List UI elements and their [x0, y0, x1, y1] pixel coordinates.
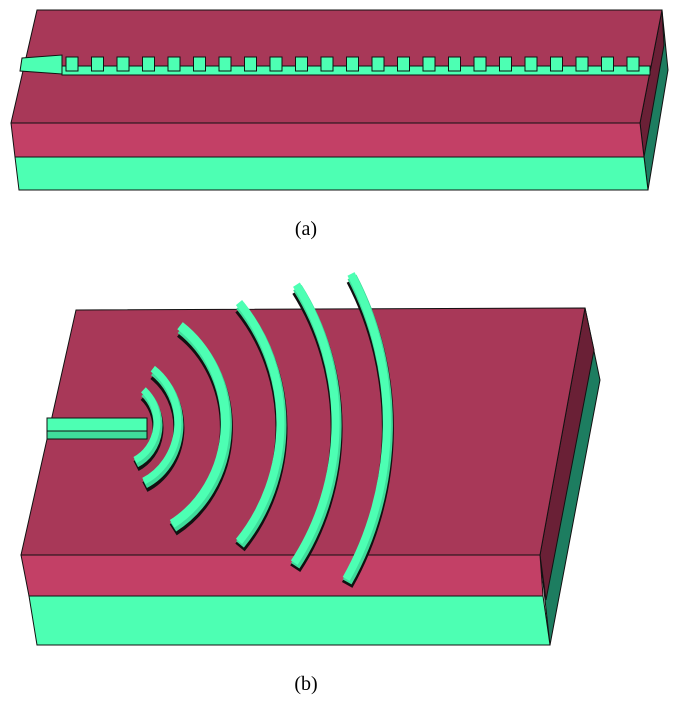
panel-a-waveguide-input	[19, 54, 63, 75]
grating-arc-top	[133, 387, 161, 464]
panel-a-front-green	[14, 156, 649, 191]
grating-tooth	[448, 56, 461, 72]
grating-tooth	[346, 56, 359, 72]
grating-tooth	[91, 56, 104, 72]
panel-b-front-green	[28, 595, 551, 646]
grating-tooth	[320, 56, 334, 72]
grating-tooth	[601, 56, 614, 72]
grating-tooth	[397, 56, 410, 72]
panel-a-front-red	[10, 122, 645, 158]
grating-tooth	[499, 56, 512, 72]
grating-tooth	[550, 56, 563, 72]
grating-tooth	[218, 56, 232, 72]
grating-tooth	[269, 56, 283, 72]
grating-tooth	[142, 56, 155, 72]
grating-arc-top	[290, 282, 340, 565]
grating-arc-top	[342, 272, 391, 581]
grating-tooth	[575, 56, 589, 72]
grating-tooth	[473, 56, 487, 72]
caption-a: (a)	[294, 218, 318, 240]
grating-tooth	[65, 56, 79, 72]
grating-tooth	[167, 56, 181, 72]
grating-tooth	[116, 56, 130, 72]
panel-b-front-red	[20, 554, 544, 597]
panel-a-grating-teeth	[65, 56, 640, 72]
grating-tooth	[295, 56, 308, 72]
grating-tooth	[626, 56, 640, 72]
panel-b-input-waveguide	[46, 417, 148, 432]
panel-a-device	[10, 9, 669, 191]
panel-b-input-waveguide-side	[46, 430, 148, 440]
grating-arc-top	[142, 365, 182, 485]
grating-tooth	[371, 56, 385, 72]
grating-tooth	[193, 56, 206, 72]
panel-b-device	[20, 272, 601, 646]
grating-arc-top	[169, 322, 230, 528]
grating-tooth	[244, 56, 257, 72]
caption-b: (b)	[294, 673, 318, 695]
panel-b-grating-arcs	[133, 272, 394, 588]
grating-tooth	[524, 56, 538, 72]
grating-tooth	[422, 56, 436, 72]
grating-arc-top	[235, 300, 285, 544]
